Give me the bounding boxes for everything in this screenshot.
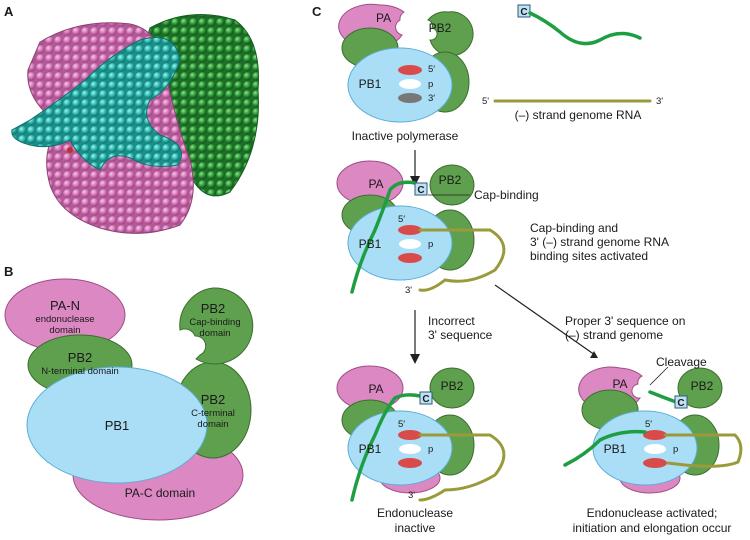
- pb2-cap-sublabel-2: domain: [199, 328, 230, 339]
- pb2-cap-4: [677, 367, 723, 409]
- cap-box-2: [414, 182, 428, 196]
- cap-binding-label: Cap-binding: [474, 188, 539, 202]
- inactive-polymerase-label: Inactive polymerase: [352, 129, 459, 143]
- polymerase-structure-image: [11, 14, 260, 234]
- endo-active-label-2: initiation and elongation occur: [573, 521, 732, 535]
- site-p-2: [399, 239, 421, 249]
- three-prime-label: 3′: [428, 93, 435, 104]
- three-prime-label-3: 3': [408, 490, 415, 501]
- pb2-label-4: PB2: [691, 379, 714, 393]
- pa-label-2: PA: [368, 177, 383, 191]
- site-3prime-4: [643, 458, 667, 468]
- panel-c-label: C: [312, 4, 322, 19]
- site-5prime-3: [398, 430, 422, 440]
- activated-label-1: Cap-binding and: [530, 221, 618, 235]
- panel-b-diagram: PA-N endonuclease domain PB2 N-terminal …: [4, 278, 254, 521]
- pb2-n-label: PB2: [68, 350, 93, 365]
- site-3prime: [398, 93, 422, 103]
- panel-a-label: A: [4, 4, 14, 19]
- pb2-cap-binding-domain: [179, 287, 254, 365]
- inactive-polymerase: PA PB2 PB1 5′ p 3′ Inactive polymerase: [338, 3, 474, 143]
- site-p-4: [644, 444, 666, 454]
- pb1-domain: [26, 366, 208, 484]
- activated-label-2: 3' (–) strand genome RNA: [530, 235, 669, 249]
- cap-box-4: [674, 395, 688, 409]
- pb2-cap-sublabel: Cap-binding: [189, 317, 240, 328]
- p-label-3: p: [428, 444, 433, 455]
- site-5prime-4: [643, 430, 667, 440]
- three-prime-label-2: 3': [405, 285, 412, 296]
- genome-5prime: 5': [482, 96, 489, 107]
- pa-n-label: PA-N: [50, 298, 80, 313]
- pb2-n-sublabel: N-terminal domain: [41, 366, 119, 377]
- genome-label: (–) strand genome RNA: [515, 108, 642, 122]
- pb1-label-3: PB1: [359, 442, 382, 456]
- pb2-c-label: PB2: [201, 392, 226, 407]
- five-prime-label-2: 5′: [398, 214, 405, 225]
- site-p-3: [399, 444, 421, 454]
- site-3prime-2: [398, 253, 422, 263]
- pb2-label-2: PB2: [439, 173, 462, 187]
- proper-label-1: Proper 3' sequence on: [565, 314, 685, 328]
- cap-box: [517, 4, 531, 18]
- p-label: p: [428, 79, 433, 90]
- site-5prime: [398, 65, 422, 75]
- activated-polymerase: PA PB2 PB1 C 5′ p 3' Cap-binding Cap-bin…: [336, 160, 669, 296]
- mrna-4: [563, 429, 647, 467]
- pa-n-sublabel: endonuclease: [35, 314, 94, 325]
- pb2-label: PB2: [429, 21, 452, 35]
- pb2-cap-domain: [427, 11, 474, 57]
- site-5prime-2: [398, 225, 422, 235]
- pb2-cap-3: [429, 367, 475, 409]
- pa-n-sublabel-2: domain: [49, 325, 80, 336]
- site-p: [399, 79, 421, 89]
- genome-3prime: 3': [656, 96, 663, 107]
- cleavage-label: Cleavage: [656, 355, 707, 369]
- p-label-2: p: [428, 239, 433, 250]
- five-prime-label-4: 5′: [645, 419, 652, 430]
- endo-inactive-label-1: Endonuclease: [377, 506, 453, 520]
- pb1-label-2: PB1: [359, 237, 382, 251]
- activated-label-3: binding sites activated: [530, 249, 648, 263]
- cap-letter: C: [520, 7, 527, 18]
- panel-b-label: B: [4, 264, 13, 279]
- proper-label-2: (–) strand genome: [565, 328, 663, 342]
- structure-pb1-region: [11, 37, 182, 171]
- pb2-label-3: PB2: [441, 379, 464, 393]
- endonuclease-inactive: PA PB2 PB1 C 5′ p 3' Endonuclease inacti…: [336, 365, 506, 535]
- cap-letter-2: C: [417, 185, 424, 196]
- endo-inactive-label-2: inactive: [395, 521, 436, 535]
- cap-letter-3: C: [422, 394, 429, 405]
- endonuclease-activated: PA PB2 PB1 C 5′ p Cleavage Endonuclease …: [563, 355, 743, 535]
- pb2-c-sublabel-2: domain: [197, 419, 228, 430]
- pa-label: PA: [376, 11, 391, 25]
- capped-mrna: [528, 11, 642, 46]
- pb1-label-4: PB1: [604, 442, 627, 456]
- incorrect-label-1: Incorrect: [428, 314, 475, 328]
- pa-c-label: PA-C domain: [125, 486, 195, 500]
- pb1-label: PB1: [105, 418, 130, 433]
- pa-label-3: PA: [368, 382, 383, 396]
- genome-loop-2: [418, 228, 506, 292]
- mrna-3: [350, 393, 422, 502]
- pa-label-4: PA: [612, 377, 627, 391]
- incorrect-label-2: 3' sequence: [428, 328, 493, 342]
- pb2-cap-label: PB2: [201, 301, 226, 316]
- genome-loop-3: [418, 433, 506, 502]
- cleaved-mrna: [648, 390, 678, 404]
- p-label-4: p: [673, 444, 678, 455]
- arrow-proper: [494, 284, 596, 356]
- five-prime-label: 5′: [428, 64, 435, 75]
- site-3prime-3: [398, 458, 422, 468]
- genome-loop-4: [663, 433, 743, 468]
- five-prime-label-3: 5′: [398, 419, 405, 430]
- cap-letter-4: C: [677, 398, 684, 409]
- endo-active-label-1: Endonuclease activated;: [587, 506, 718, 520]
- pb1-label: PB1: [359, 77, 382, 91]
- mrna-2: [350, 180, 417, 294]
- pb2-c-sublabel: C-terminal: [191, 408, 235, 419]
- cap-box-3: [419, 391, 433, 405]
